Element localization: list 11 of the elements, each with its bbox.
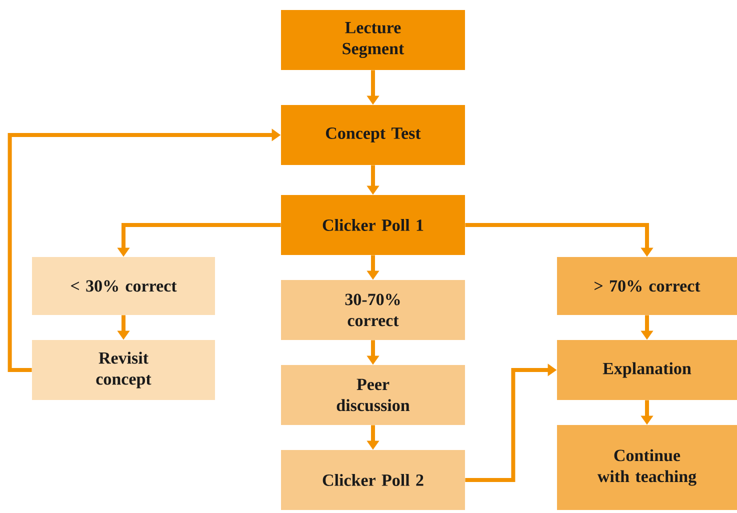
process-box: Continue with teaching bbox=[557, 424, 737, 510]
process-box: Lecture Segment bbox=[281, 10, 465, 70]
process-box: Peer discussion bbox=[281, 365, 465, 425]
process-box: Concept Test bbox=[281, 104, 465, 165]
process-box: Clicker Poll 2 bbox=[281, 450, 465, 510]
process-box: 30-70% correct bbox=[281, 280, 465, 340]
process-box: Explanation bbox=[557, 340, 737, 400]
process-box: Clicker Poll 1 bbox=[281, 195, 465, 255]
process-box: Revisit concept bbox=[32, 340, 215, 400]
process-box: > 70% correct bbox=[557, 256, 737, 315]
process-box: < 30% correct bbox=[32, 256, 215, 315]
